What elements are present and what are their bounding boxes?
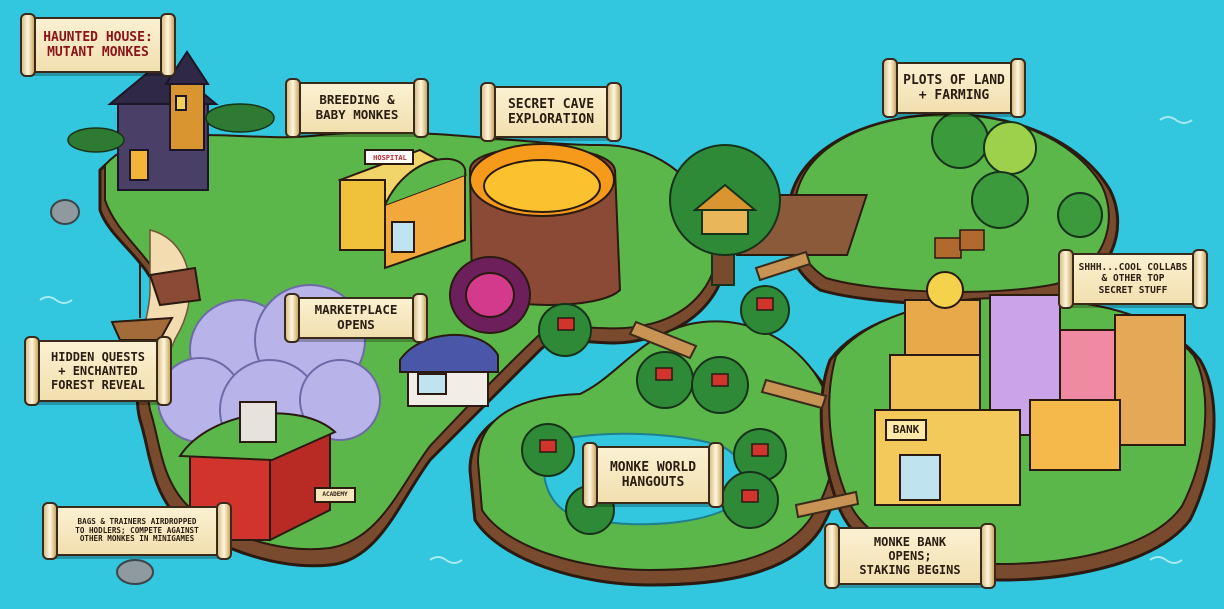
label-breeding: Breeding & Baby Monkes <box>285 78 429 138</box>
label-plots-of-land-text: Plots of Land + Farming <box>903 72 1005 103</box>
haunted-house <box>107 50 219 191</box>
bridges <box>628 250 860 519</box>
label-hidden-quests: Hidden Quests + Enchanted Forest Reveal <box>24 336 172 406</box>
shipwreck <box>110 262 202 341</box>
label-secret-cave-text: Secret Cave Exploration <box>507 96 595 127</box>
label-hangouts-text: Monke World Hangouts <box>609 459 697 490</box>
secret-cave <box>449 143 622 334</box>
farm-baskets <box>934 229 985 259</box>
label-collabs: Shhh...Cool Collabs & other top secret s… <box>1058 249 1208 309</box>
label-hidden-quests-text: Hidden Quests + Enchanted Forest Reveal <box>51 349 145 393</box>
market-stall <box>399 334 499 407</box>
academy-building <box>178 401 356 542</box>
label-bags-trainers: Bags & Trainers Airdropped to Hodlers; C… <box>42 502 232 560</box>
hospital-building <box>337 148 468 270</box>
water-ripples <box>39 116 1193 564</box>
hospital-sign-text: Hospital <box>373 154 407 162</box>
label-bank: Monke Bank Opens; Staking Begins <box>824 523 996 589</box>
label-breeding-text: Breeding & Baby Monkes <box>315 92 399 122</box>
treehouse <box>669 144 781 286</box>
label-secret-cave: Secret Cave Exploration <box>480 82 622 142</box>
bank-building <box>874 271 1021 506</box>
farm-trees <box>931 111 1103 238</box>
hospital-sign: Hospital <box>367 152 413 164</box>
palm-trees-haunted <box>67 103 275 153</box>
label-marketplace-text: Marketplace Opens <box>314 302 398 332</box>
label-bank-text: Monke Bank Opens; Staking Begins <box>859 534 961 578</box>
academy-sign: Academy <box>316 489 354 501</box>
label-haunted-house: Haunted House: Mutant Monkes <box>20 13 176 77</box>
label-bags-trainers-text: Bags & Trainers Airdropped to Hodlers; C… <box>75 516 199 544</box>
tree-huts <box>539 297 774 503</box>
label-plots-of-land: Plots of Land + Farming <box>882 58 1026 118</box>
city-buildings <box>989 294 1186 471</box>
label-hangouts: Monke World Hangouts <box>582 442 724 508</box>
label-collabs-text: Shhh...Cool Collabs & other top secret s… <box>1078 262 1188 296</box>
academy-sign-text: Academy <box>322 491 348 498</box>
bank-sign: BANK <box>886 422 926 438</box>
label-marketplace: Marketplace Opens <box>284 293 428 343</box>
bank-sign-text: BANK <box>892 423 920 436</box>
label-haunted-house-text: Haunted House: Mutant Monkes <box>43 29 153 60</box>
